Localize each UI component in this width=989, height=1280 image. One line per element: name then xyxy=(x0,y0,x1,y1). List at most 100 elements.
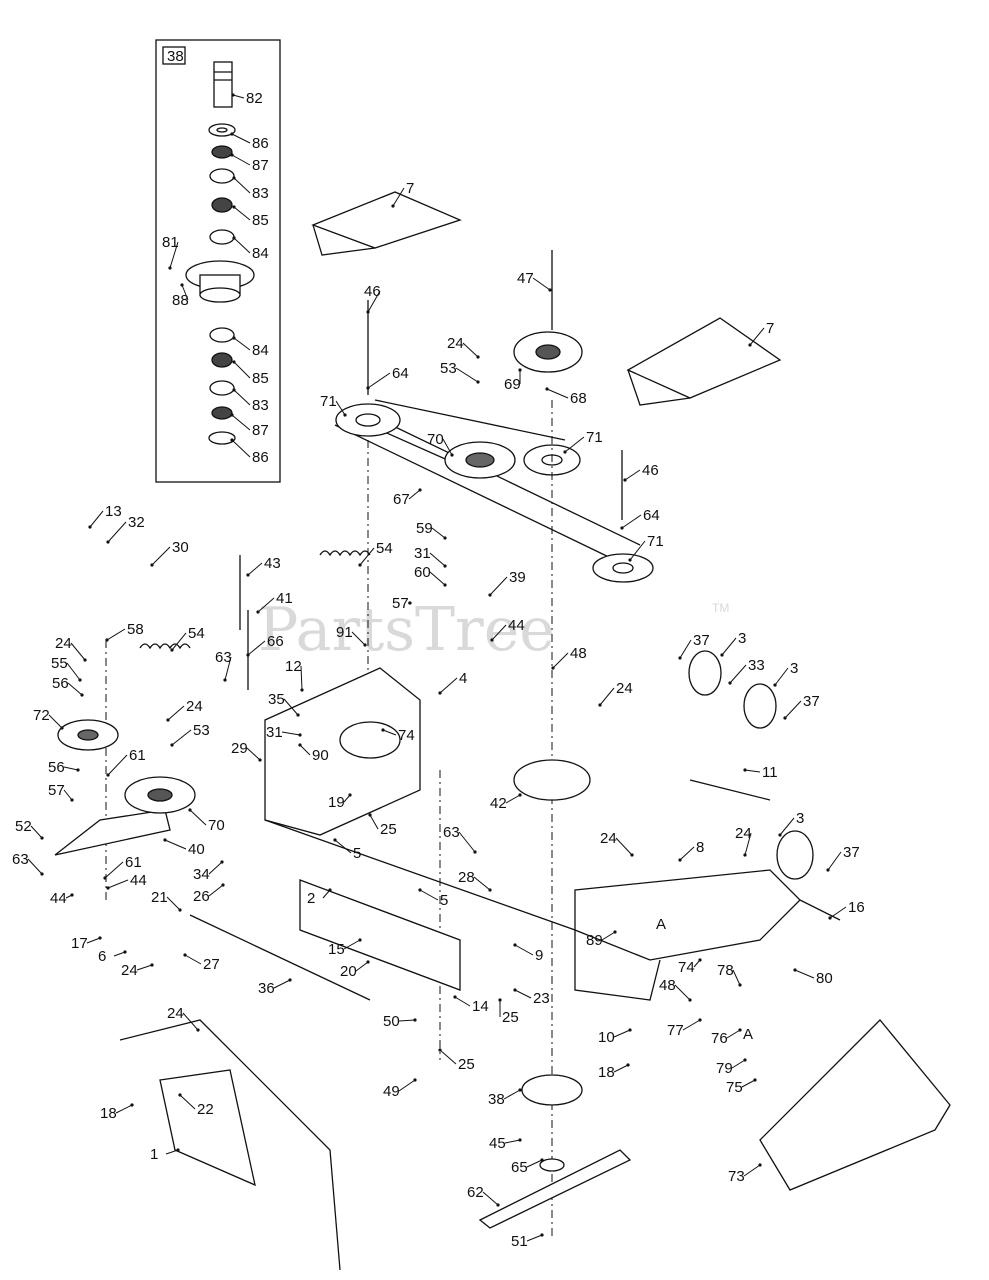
part-number-label: 29 xyxy=(231,740,248,757)
leader-dot xyxy=(230,438,234,442)
spring-54-left xyxy=(139,643,191,650)
part-number-label: 17 xyxy=(71,935,88,952)
part-number-label: 84 xyxy=(252,342,269,359)
leader-line xyxy=(106,628,126,641)
leader-dot xyxy=(738,1028,742,1032)
leader-line xyxy=(526,1159,543,1168)
part-number-label: 76 xyxy=(711,1030,728,1047)
leader-line xyxy=(367,290,381,313)
part-number-label: 56 xyxy=(48,759,65,776)
part-number-label: 24 xyxy=(600,830,617,847)
part-number-label: 18 xyxy=(100,1105,117,1122)
leader-dot xyxy=(418,888,422,892)
part-number-label: 72 xyxy=(33,707,50,724)
part-number-label: 21 xyxy=(151,889,168,906)
part-callouts: 8286878385848188848583878677474646245364… xyxy=(12,90,865,1250)
part-number-label: 20 xyxy=(340,963,357,980)
part-number-label: 66 xyxy=(267,633,284,650)
part-number-label: 10 xyxy=(598,1029,615,1046)
leader-line xyxy=(232,94,245,99)
spring-54-top xyxy=(319,550,371,557)
inset-label: 38 xyxy=(167,48,184,65)
leader-dot xyxy=(630,853,634,857)
part-number-label: 13 xyxy=(105,503,122,520)
leader-line xyxy=(171,729,192,746)
leader-line xyxy=(231,414,251,431)
part-number-label: A xyxy=(743,1026,753,1043)
leader-dot xyxy=(40,836,44,840)
part-number-label: 63 xyxy=(215,649,232,666)
leader-dot xyxy=(246,653,250,657)
side-shield xyxy=(119,1019,341,1271)
leader-dot xyxy=(333,838,337,842)
part-number-label: 9 xyxy=(535,947,543,964)
part-number-label: 69 xyxy=(504,376,521,393)
part-number-label: 86 xyxy=(252,449,269,466)
leader-dot xyxy=(476,355,480,359)
spindle-stack-inset xyxy=(185,61,255,445)
leader-line xyxy=(674,984,691,1001)
part-number-label: 83 xyxy=(252,397,269,414)
part-number-label: 85 xyxy=(252,370,269,387)
idler-arm xyxy=(54,809,171,856)
leader-dot xyxy=(518,368,522,372)
part-number-label: 48 xyxy=(659,977,676,994)
leader-dot xyxy=(168,266,172,270)
leader-line xyxy=(482,1191,499,1206)
leader-line xyxy=(729,664,747,684)
part-number-label: 30 xyxy=(172,539,189,556)
leader-dot xyxy=(628,558,632,562)
leader-line xyxy=(829,906,847,919)
part-number-label: 24 xyxy=(616,680,633,697)
part-number-label: 79 xyxy=(716,1060,733,1077)
part-number-label: 47 xyxy=(517,270,534,287)
leader-line xyxy=(63,789,73,801)
leader-dot xyxy=(178,1093,182,1097)
leader-dot xyxy=(496,1203,500,1207)
part-number-label: 45 xyxy=(489,1135,506,1152)
part-number-label: 25 xyxy=(458,1056,475,1073)
leader-line xyxy=(679,846,695,861)
part-number-label: 12 xyxy=(285,658,302,675)
part-number-label: 83 xyxy=(252,185,269,202)
part-number-label: 25 xyxy=(502,1009,519,1026)
leader-line xyxy=(726,1029,741,1039)
leader-dot xyxy=(540,1158,544,1162)
belt-guard-right xyxy=(626,317,782,399)
spindle-38 xyxy=(521,1074,583,1106)
wheel-3-b xyxy=(743,683,777,729)
leader-dot xyxy=(220,860,224,864)
leader-line xyxy=(429,571,446,586)
part-number-label: 67 xyxy=(393,491,410,508)
leader-dot xyxy=(548,288,552,292)
leader-dot xyxy=(498,998,502,1002)
leader-line xyxy=(629,540,646,561)
leader-dot xyxy=(170,743,174,747)
leader-line xyxy=(48,714,63,729)
part-number-label: 71 xyxy=(647,533,664,550)
part-number-label: 60 xyxy=(414,564,431,581)
leader-line xyxy=(70,642,86,661)
leader-dot xyxy=(698,1018,702,1022)
part-number-label: 64 xyxy=(643,507,660,524)
part-number-label: 85 xyxy=(252,212,269,229)
part-number-label: 82 xyxy=(246,90,263,107)
leader-line xyxy=(165,1149,179,1155)
leader-dot xyxy=(545,387,549,391)
part-number-label: 44 xyxy=(50,890,67,907)
leader-dot xyxy=(183,953,187,957)
leader-dot xyxy=(40,872,44,876)
leader-dot xyxy=(366,960,370,964)
leader-dot xyxy=(748,343,752,347)
leader-line xyxy=(334,839,352,854)
leader-dot xyxy=(438,691,442,695)
watermark-text: PartsTree xyxy=(258,595,555,665)
leader-line xyxy=(208,861,223,875)
part-number-label: 37 xyxy=(693,632,710,649)
leader-dot xyxy=(256,610,260,614)
part-number-label: 18 xyxy=(598,1064,615,1081)
part-number-label: 37 xyxy=(843,844,860,861)
leader-line xyxy=(107,754,128,776)
leader-dot xyxy=(70,893,74,897)
leader-dot xyxy=(728,681,732,685)
